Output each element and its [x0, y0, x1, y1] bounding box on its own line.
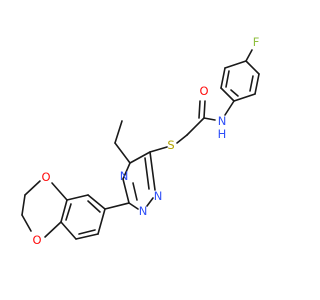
bond-c-o-double: [198, 100, 201, 119]
bond: [44, 221, 62, 238]
atom-label-triazole-n4: N: [120, 169, 129, 183]
bond: [245, 60, 260, 75]
bond: [254, 73, 260, 95]
double-bond-inner: [65, 203, 72, 221]
bond-n-ethyl: [114, 142, 131, 164]
atom-label-ring-oxygen-bottom: O: [32, 233, 41, 247]
dioxepine-ring: [21, 180, 68, 238]
bond: [60, 221, 77, 240]
bond-s-c3: [149, 146, 168, 153]
bond: [66, 194, 89, 201]
atom-label-amide-nitrogen: N: [218, 114, 227, 128]
atom-label-triazole-n2: N: [139, 204, 148, 218]
bond: [220, 67, 226, 89]
bond-c-ch2: [186, 117, 205, 136]
bond: [149, 151, 156, 191]
bond-c-o-double: [203, 100, 206, 119]
bond: [122, 178, 130, 204]
double-bond-inner: [249, 75, 254, 92]
triazole-ring: [122, 151, 156, 210]
bond-ch2-s: [176, 134, 188, 144]
double-bond-inner: [132, 182, 138, 201]
atom-label-carbonyl-oxygen: O: [199, 84, 208, 98]
benzene-ring: [60, 194, 106, 240]
bond: [97, 208, 106, 235]
double-bond-inner: [144, 157, 150, 190]
bond: [87, 194, 106, 210]
bond-c-f: [245, 49, 253, 62]
bond: [128, 202, 139, 210]
bond: [146, 197, 154, 207]
fluorophenyl-ring: [220, 60, 260, 102]
atom-label-amide-hydrogen: H: [218, 127, 227, 141]
bond-ring-n: [224, 100, 235, 116]
double-bond-inner: [78, 229, 96, 235]
bond: [122, 162, 131, 180]
bond: [60, 199, 68, 223]
double-bond-inner: [225, 70, 230, 88]
bond: [24, 180, 41, 196]
double-bond-inner: [87, 200, 101, 213]
bond: [220, 87, 235, 102]
bond: [21, 194, 26, 216]
bond: [233, 93, 256, 102]
bond-n-c: [203, 117, 216, 121]
bond-ethyl: [114, 120, 123, 144]
atom-label-triazole-n1: N: [154, 189, 163, 203]
double-bond-inner: [230, 89, 239, 97]
bond-triazole-aryl: [104, 202, 130, 210]
bond: [51, 182, 68, 201]
atom-label-ring-oxygen-top: O: [41, 170, 50, 184]
bond: [224, 60, 247, 69]
atom-label-fluorine: F: [253, 35, 260, 49]
atom-label-sulfur: S: [167, 138, 174, 152]
bond: [75, 233, 99, 240]
bond: [129, 151, 151, 164]
molecule-structure: F O N H S N N N O O: [21, 35, 260, 247]
bond: [21, 214, 32, 232]
